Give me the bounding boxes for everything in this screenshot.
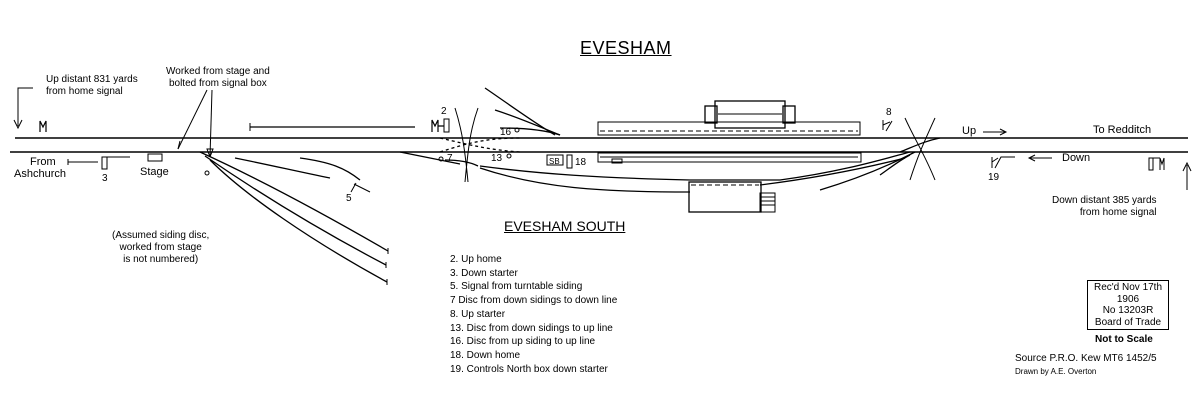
signal-number-2: 2 [441, 106, 447, 117]
from-label: From [30, 156, 56, 168]
legend-item: 2. Up home [450, 254, 502, 265]
up-distant-label: Up distant 831 yards from home signal [46, 74, 138, 97]
up-distant-signal [39, 120, 47, 132]
signal-2 [431, 119, 444, 132]
signal-5 [350, 182, 371, 193]
signal-number-5: 5 [346, 193, 352, 204]
signal-18 [566, 154, 573, 169]
down-distant-label: Down distant 385 yards from home signal [1052, 195, 1157, 218]
legend-item: 18. Down home [450, 349, 521, 361]
siding-disc [204, 170, 210, 176]
page-subtitle: EVESHAM SOUTH [504, 218, 626, 234]
signal-8 [882, 120, 893, 132]
up-platform [597, 121, 861, 136]
down-platform [597, 152, 862, 163]
ashchurch-label: Ashchurch [14, 168, 66, 180]
signal-number-3: 3 [102, 173, 108, 184]
up-distant-arrow [17, 87, 33, 126]
down-label: Down [1062, 152, 1091, 164]
legend-item: 16. Disc from up siding to up line [450, 336, 596, 348]
signal-legend: 2. Up home 3. Down starter 5. Signal fro… [450, 253, 690, 376]
received-line: Rec'd Nov 17th [1093, 282, 1163, 293]
legend-item: 5. Signal from turntable siding [450, 281, 583, 293]
to-redditch-label: To Redditch [1093, 124, 1152, 136]
goods-shed [688, 181, 762, 213]
signal-number-13: 13 [491, 153, 503, 164]
signal-number-7: 7 [447, 153, 453, 164]
signal-3-post [101, 156, 108, 170]
worked-from-stage-label: Worked from stage and bolted from signal… [166, 66, 270, 89]
signal-19 [991, 156, 1015, 169]
station-building [714, 100, 786, 129]
signal-number-8: 8 [886, 107, 892, 118]
received-line: Board of Trade [1094, 316, 1162, 328]
up-label: Up [962, 125, 977, 137]
source-label: Source P.R.O. Kew MT6 1452/5 [1015, 353, 1157, 364]
signal-number-18: 18 [575, 157, 587, 168]
page-title: EVESHAM [580, 38, 672, 58]
legend-item: 3. Down starter [450, 267, 518, 279]
legend-item: 19. Controls North box down starter [450, 363, 608, 375]
stage-box [147, 153, 163, 162]
signal-box-label: SB [549, 157, 560, 166]
drawn-by-label: Drawn by A.E. Overton [1015, 367, 1097, 376]
received-line: No 13203R [1102, 305, 1154, 316]
legend-item: 8. Up starter [450, 308, 506, 320]
received-line: 1906 [1116, 293, 1140, 305]
not-to-scale-label: Not to Scale [1095, 334, 1153, 345]
down-distant-signal [1148, 157, 1154, 171]
signal-box [546, 154, 564, 166]
legend-item: 7 Disc from down sidings to down line [450, 295, 618, 307]
legend-item: 13. Disc from down sidings to up line [450, 322, 613, 334]
signal-number-16: 16 [500, 127, 512, 138]
received-box: Rec'd Nov 17th 1906 No 13203R Board of T… [1087, 280, 1169, 330]
stage-label: Stage [140, 166, 169, 178]
assumed-siding-note: (Assumed siding disc, worked from stage … [112, 230, 210, 265]
signal-number-19: 19 [988, 172, 1000, 183]
